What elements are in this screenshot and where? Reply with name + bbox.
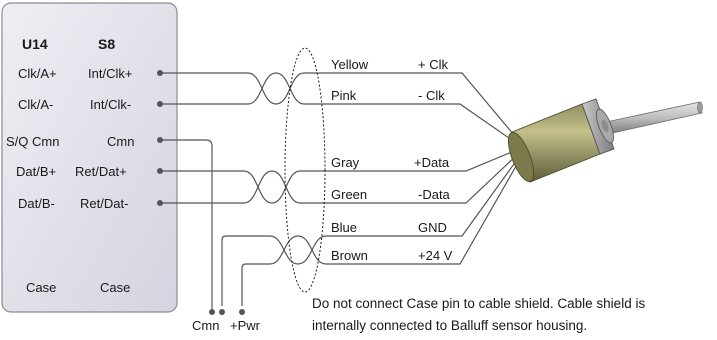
wire-labels: Yellow + Clk Pink - Clk Gray +Data Green… (331, 57, 453, 263)
case-label-u14: Case (26, 280, 56, 295)
wire-color-label: Green (331, 187, 367, 202)
s8-header: S8 (98, 36, 115, 52)
u14-header: U14 (22, 36, 48, 52)
data-wire-pair (160, 170, 325, 204)
wire-signal-label: +24 V (418, 248, 453, 263)
wire-color-label: Blue (331, 220, 357, 235)
pwr-supply-label: +Pwr (230, 318, 261, 333)
pwr-supply-dot (239, 309, 245, 315)
cable-shield (284, 47, 326, 293)
balluff-sensor (508, 98, 703, 183)
sensor-rod (605, 101, 703, 135)
s8-pin-label: Ret/Dat+ (75, 164, 127, 179)
wire-signal-label: + Clk (418, 57, 448, 72)
wire-signal-label: - Clk (418, 88, 445, 103)
wire-signal-label: -Data (418, 187, 451, 202)
wire-color-label: Gray (331, 155, 360, 170)
power-wire-pair (221, 235, 327, 306)
connector-box (1, 2, 178, 313)
cmn-terminal-dot (209, 309, 215, 315)
s8-pin-label: Cmn (107, 134, 134, 149)
wire-color-label: Brown (331, 248, 368, 263)
wire-signal-label: GND (418, 220, 447, 235)
note-line-1: Do not connect Case pin to cable shield.… (312, 296, 645, 311)
sensor-wire-runs (325, 72, 520, 265)
u14-pin-label: S/Q Cmn (6, 134, 59, 149)
u14-pin-label: Clk/A- (18, 97, 53, 112)
case-label-s8: Case (100, 280, 130, 295)
s8-pin-label: Ret/Dat- (80, 196, 128, 211)
wire-signal-label: +Data (414, 155, 450, 170)
s8-pin-label: Int/Clk+ (88, 66, 132, 81)
note-line-2: internally connected to Balluff sensor h… (312, 318, 587, 333)
cmn-supply-label: Cmn (192, 318, 219, 333)
wire-color-label: Yellow (331, 57, 369, 72)
u14-pin-label: Clk/A+ (18, 66, 57, 81)
u14-pin-label: Dat/B- (18, 196, 55, 211)
u14-pin-label: Dat/B+ (16, 164, 56, 179)
cmn-wire (160, 139, 213, 310)
cmn-supply-dot (219, 309, 225, 315)
s8-pin-label: Int/Clk- (90, 97, 131, 112)
wire-color-label: Pink (331, 88, 357, 103)
clock-wire-pair (160, 72, 325, 105)
